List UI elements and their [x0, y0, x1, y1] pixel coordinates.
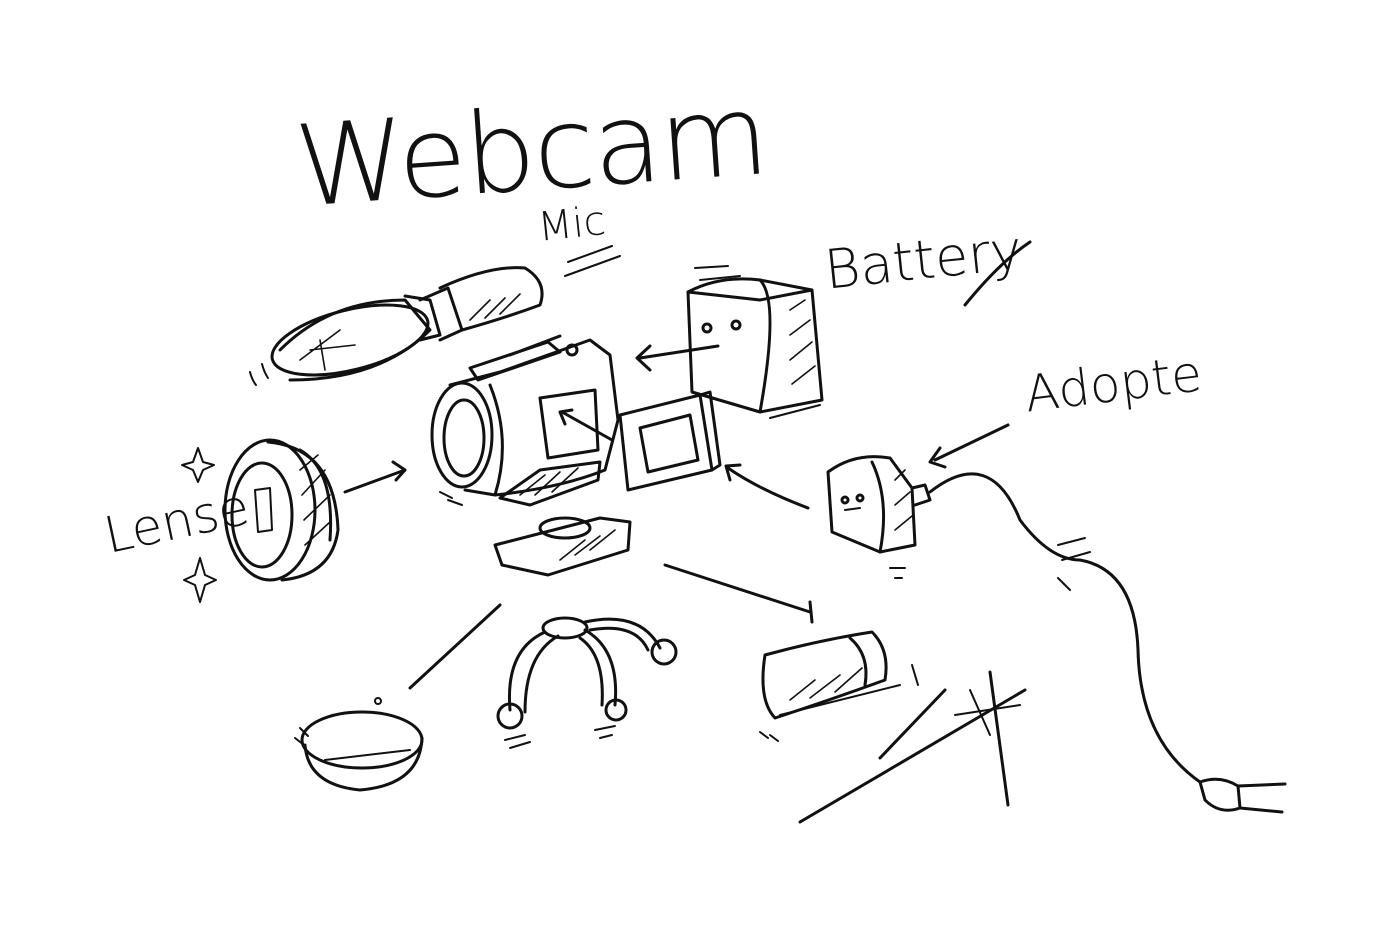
mount-plate-drawing: [493, 516, 632, 577]
ring-drawing: [294, 697, 424, 792]
arrow-battery-to-camera: [635, 344, 720, 372]
lens-cap-drawing: [759, 630, 919, 742]
line-plate-to-ring: [408, 603, 502, 690]
arrow-adapter-to-screen: [724, 463, 810, 510]
camera-body-drawing: [430, 334, 620, 507]
mic-underline: [564, 245, 621, 277]
arrow-label-to-adapter: [928, 423, 1010, 469]
tripod-drawing: [496, 616, 678, 749]
adapter-drawing: [826, 455, 932, 579]
lens-drawing: [181, 438, 340, 603]
line-plate-to-cap: [663, 563, 814, 624]
mic-label: Mic: [535, 197, 608, 251]
arrow-lens-to-camera: [343, 460, 407, 494]
microphone-drawing: [249, 266, 544, 386]
battery-drawing: [686, 265, 824, 419]
line-battery-label: [963, 240, 1032, 307]
stand-scribble-drawing: [798, 670, 1027, 824]
diagram-title: Webcam: [291, 70, 771, 233]
arrow-screen-to-camera: [558, 408, 614, 442]
connector-arrows: [343, 240, 1032, 690]
lcd-screen-drawing: [618, 390, 722, 492]
cable-and-plug-drawing: [928, 472, 1287, 814]
